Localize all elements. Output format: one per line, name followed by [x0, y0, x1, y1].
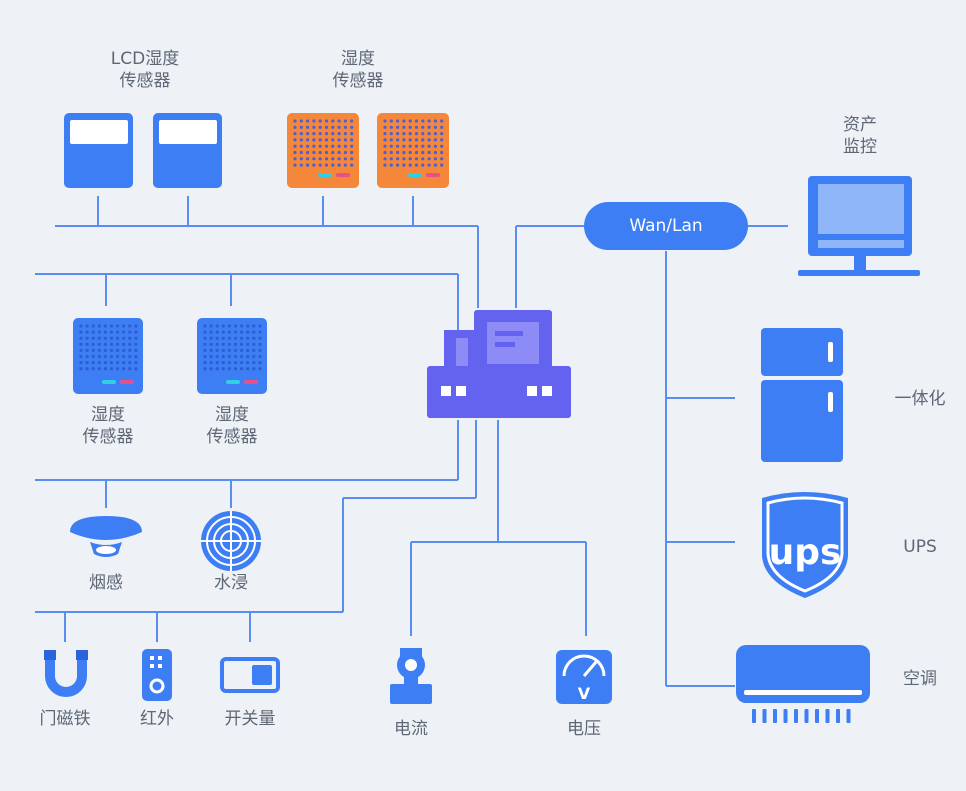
- water-label: 水浸: [214, 573, 248, 593]
- humidity-sensor-1-label: 湿度传感器: [82, 405, 134, 447]
- wan-lan-label: Wan/Lan: [629, 216, 703, 236]
- humidity-sensor-orange-2: [377, 113, 449, 188]
- infrared-sensor-icon: [142, 649, 172, 701]
- integrated-cabinet-label: 一体化: [894, 389, 946, 409]
- humidity-sensor-2-label: 湿度传感器: [206, 405, 258, 447]
- lcd-humidity-sensor-1: [64, 113, 133, 188]
- lcd-humidity-sensor-label: LCD湿度传感器: [110, 49, 180, 91]
- ups-logo-icon: ups: [762, 492, 848, 598]
- lcd-humidity-sensor-2: [153, 113, 222, 188]
- voltage-meter-icon: V: [556, 650, 612, 704]
- voltage-symbol: V: [578, 684, 591, 703]
- humidity-sensor-blue-2: [197, 318, 267, 394]
- water-leak-icon: [201, 511, 261, 571]
- humidity-sensor-top-label: 湿度传感器: [332, 49, 384, 91]
- humidity-sensor-blue-1: [73, 318, 143, 394]
- door-magnet-icon: [44, 650, 88, 697]
- central-gateway-icon: [427, 310, 571, 418]
- ups-label: UPS: [903, 537, 937, 557]
- integrated-cabinet-icon: [761, 328, 843, 462]
- current-label: 电流: [394, 719, 428, 739]
- smoke-label: 烟感: [89, 573, 123, 593]
- asset-monitor-label: 资产监控: [843, 115, 877, 157]
- voltage-label: 电压: [567, 719, 601, 739]
- switch-icon: [220, 657, 280, 693]
- connection-lines: [35, 196, 788, 687]
- air-conditioner-label: 空调: [903, 669, 937, 689]
- humidity-sensor-orange-1: [287, 113, 359, 188]
- switch-label: 开关量: [224, 709, 276, 729]
- monitor-icon: [798, 176, 920, 276]
- air-conditioner-icon: [736, 645, 870, 723]
- smoke-detector-icon: [70, 516, 142, 557]
- ups-logo-text: ups: [769, 532, 842, 573]
- infrared-label: 红外: [140, 709, 174, 729]
- current-meter-icon: [390, 648, 432, 704]
- wan-lan-pill: [584, 202, 748, 250]
- door-magnet-label: 门磁铁: [39, 709, 91, 729]
